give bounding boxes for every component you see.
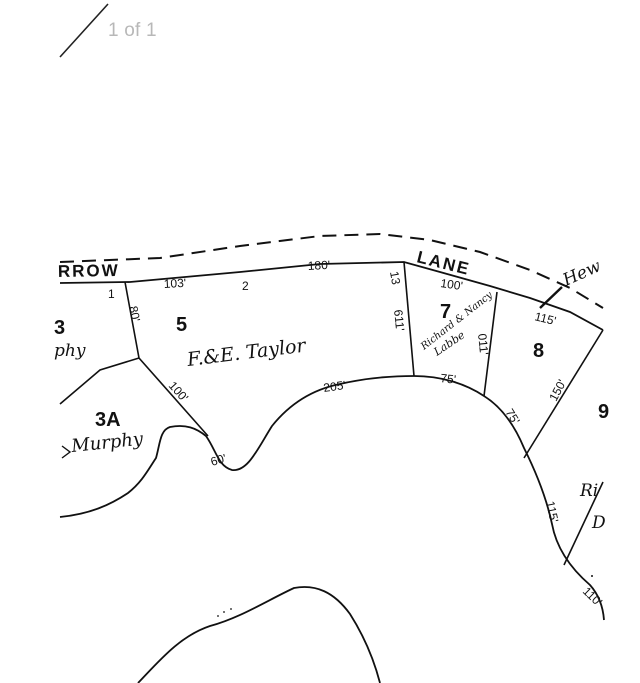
lot-3-number: 3 [54, 317, 65, 339]
lot-8-number: 8 [533, 340, 544, 362]
dim-lot5-rear-left: 100' [166, 379, 191, 405]
lot7-8-boundary [483, 291, 498, 397]
owner-lot-3a: Murphy [69, 428, 145, 457]
road-dashed-boundary [59, 232, 604, 309]
road-label-lane: LANE [415, 247, 472, 279]
owner-right-fragment-2: D [591, 513, 606, 533]
dim-lot5-side-right: 611' [391, 309, 407, 332]
dim-divider-13: 13 [387, 270, 403, 286]
lot-1-number: 1 [108, 287, 115, 301]
road-label-left: RROW [58, 261, 120, 281]
lot-3a-number: 3A [95, 409, 121, 431]
owner-right-fragment-1: Ri [579, 481, 598, 501]
lot-7-number: 7 [440, 301, 451, 323]
owner-lot-5: F.&E. Taylor [185, 334, 309, 371]
dim-lot7-side-right: 011' [475, 333, 491, 356]
lot-2-number: 2 [242, 279, 249, 293]
dim-lot5-side-left: 80' [126, 305, 143, 323]
dim-lot5-rear-bottom: 60' [209, 451, 228, 469]
road-label-right: Hew [559, 256, 604, 291]
road-tick [539, 286, 563, 309]
dim-lot5-front: 103' [163, 276, 186, 291]
lot-5-number: 5 [176, 314, 187, 336]
page-counter: 1 of 1 [108, 20, 157, 41]
road-solid-boundary [59, 261, 604, 331]
dim-lot7-rear: 75' [440, 371, 457, 387]
owner-left-top: phy [54, 341, 86, 361]
dim-lot5-rear-arc: 205' [322, 378, 346, 395]
lot-9-number: 9 [598, 401, 609, 423]
shoreline-murphy [61, 445, 72, 459]
slash-mark-icon [59, 3, 109, 58]
lot5-7-boundary [403, 261, 415, 377]
lot3a-top-boundary [59, 357, 140, 405]
dim-lot5-front-total: 180' [307, 258, 330, 273]
dim-lot8-front: 115' [533, 309, 557, 328]
lot8-9-boundary [523, 329, 604, 459]
shoreline-main [59, 375, 605, 621]
viewer-toolbar: 1 of 1 [0, 0, 640, 66]
dim-lot7-front: 100' [440, 276, 464, 293]
lot9-lower-boundary [563, 481, 604, 566]
dim-lot8-rear: 75' [502, 406, 522, 427]
dim-lot9-side: 115' [543, 500, 561, 524]
shoreline-island [137, 586, 381, 683]
